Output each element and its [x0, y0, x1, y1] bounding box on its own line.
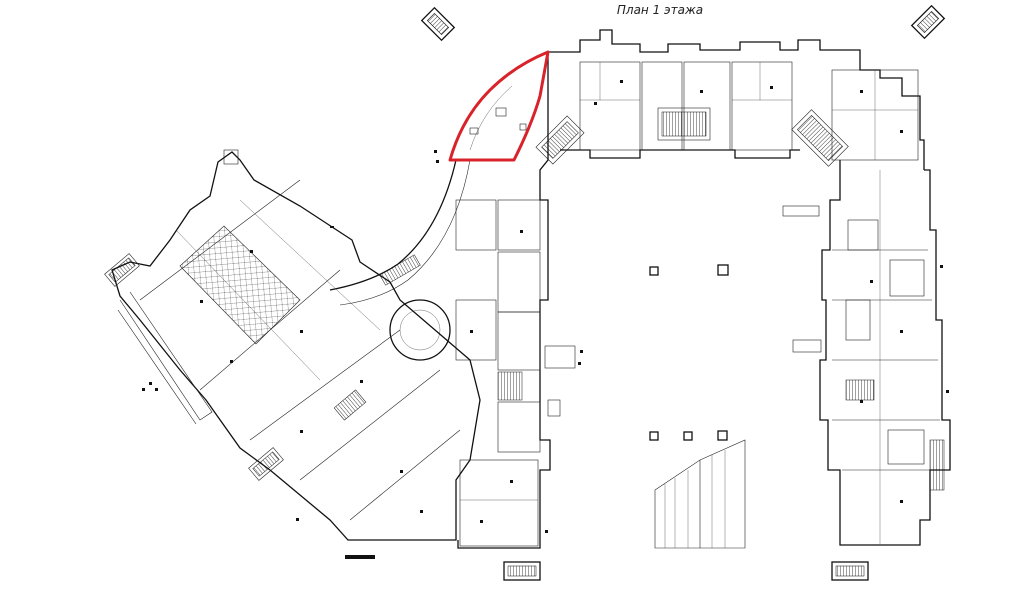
highlighted-room-outline [448, 50, 550, 162]
courtyard [649, 264, 746, 549]
central-block [329, 52, 576, 581]
north-arrow-right-icon [910, 4, 946, 40]
diagonal-wing [104, 149, 481, 541]
top-wing [535, 29, 925, 170]
highlighted-room [448, 50, 550, 162]
right-wing [782, 160, 951, 581]
north-arrow-left-icon [420, 6, 456, 42]
plan-title: План 1 этажа [616, 3, 704, 17]
column-marks [142, 80, 949, 559]
